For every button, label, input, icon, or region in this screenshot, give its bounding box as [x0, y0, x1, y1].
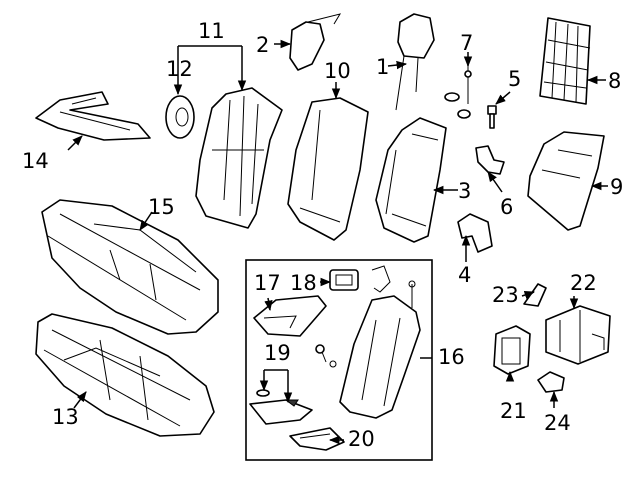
part-15-seat-cover[interactable] — [41, 199, 219, 335]
part-14-seat-base-panel[interactable] — [35, 91, 151, 141]
callout-5: 5 — [508, 67, 521, 91]
callout-6: 6 — [500, 195, 513, 219]
part-3-backrest-frame[interactable] — [375, 117, 447, 243]
callout-17: 17 — [254, 271, 281, 295]
callout-2: 2 — [256, 33, 269, 57]
part-16-group-box — [245, 259, 433, 461]
callout-21: 21 — [500, 399, 527, 423]
callout-9: 9 — [610, 175, 623, 199]
part-16-side-bolster[interactable] — [339, 295, 421, 419]
callout-12: 12 — [166, 57, 193, 81]
part-13-seat-cushion[interactable] — [35, 313, 215, 437]
part-20-trim-panel[interactable] — [289, 427, 345, 451]
part-11-backrest-cover[interactable] — [195, 87, 283, 229]
callout-16: 16 — [438, 345, 465, 369]
part-9-back-cover[interactable] — [527, 131, 605, 231]
callout-1: 1 — [376, 55, 389, 79]
part-19-clips[interactable] — [249, 389, 313, 425]
callout-24: 24 — [544, 411, 571, 435]
callout-15: 15 — [148, 195, 175, 219]
part-23-bracket[interactable] — [523, 283, 547, 307]
part-18-switch[interactable] — [329, 269, 359, 291]
callout-labels: 1 2 3 4 5 6 7 8 9 10 11 12 13 14 15 16 1… — [22, 19, 623, 451]
callout-22: 22 — [570, 271, 597, 295]
callout-14: 14 — [22, 149, 49, 173]
part-17-armrest[interactable] — [253, 295, 327, 337]
part-6-bracket[interactable] — [475, 145, 505, 175]
callout-7: 7 — [460, 31, 473, 55]
callout-8: 8 — [608, 69, 621, 93]
callout-10: 10 — [324, 59, 351, 83]
callout-19: 19 — [264, 341, 291, 365]
callout-4: 4 — [458, 263, 471, 287]
callout-23: 23 — [492, 283, 519, 307]
callout-13: 13 — [52, 405, 79, 429]
callout-20: 20 — [348, 427, 375, 451]
part-2-headrest-pad[interactable] — [289, 13, 342, 71]
part-7-guide[interactable] — [444, 66, 472, 119]
part-12-emblem[interactable] — [165, 95, 195, 139]
callout-11: 11 — [198, 19, 225, 43]
callout-3: 3 — [458, 179, 471, 203]
part-5-bolt[interactable] — [487, 105, 497, 129]
part-8-back-panel[interactable] — [539, 17, 591, 105]
part-1-headrest[interactable] — [395, 13, 435, 111]
box-hardware — [315, 265, 416, 368]
part-22-module[interactable] — [545, 305, 611, 365]
part-4-bracket[interactable] — [457, 213, 493, 253]
part-21-switch-housing[interactable] — [493, 325, 531, 375]
leader-lines — [67, 39, 608, 445]
part-10-backrest-pad[interactable] — [287, 97, 369, 241]
part-24-clip[interactable] — [537, 371, 565, 393]
callout-18: 18 — [290, 271, 317, 295]
